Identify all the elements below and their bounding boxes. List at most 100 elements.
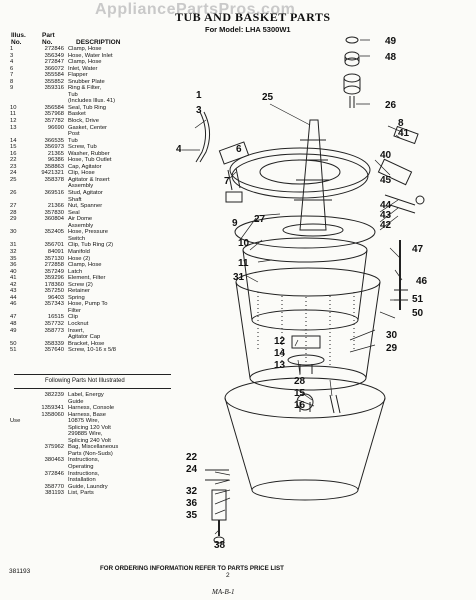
callout-30: 30 bbox=[386, 330, 398, 341]
part-desc: Post bbox=[68, 131, 80, 138]
agitator bbox=[282, 119, 344, 237]
part-row: Post bbox=[10, 131, 172, 138]
part-desc: Hose, Water Inlet bbox=[68, 52, 113, 59]
part-part: 358863 bbox=[44, 163, 64, 170]
not-illustrated-row: Installation bbox=[10, 477, 172, 484]
part-part: 357640 bbox=[44, 347, 64, 354]
not-illustrated-desc: Operating bbox=[68, 464, 94, 471]
part-part: 357830 bbox=[44, 209, 64, 216]
not-illustrated-part: 380463 bbox=[44, 457, 64, 464]
callout-48: 48 bbox=[385, 52, 397, 63]
callout-28: 28 bbox=[294, 376, 306, 387]
not-illustrated-desc: Bag, Miscellaneous bbox=[68, 444, 119, 451]
part-part: 96386 bbox=[47, 157, 64, 164]
part-illus: 11 bbox=[10, 111, 17, 118]
not-illustrated-desc: Splicing 120 Volt bbox=[68, 424, 111, 431]
part-part: 359316 bbox=[44, 85, 64, 92]
part-row: Assembly bbox=[10, 183, 172, 190]
callout-8: 8 bbox=[398, 118, 404, 129]
part-part: 357968 bbox=[44, 111, 64, 118]
part-illus: 29 bbox=[10, 216, 17, 223]
part-illus: 13 bbox=[10, 124, 17, 131]
not-illustrated-part: 358770 bbox=[44, 483, 64, 490]
callout-12: 12 bbox=[274, 336, 286, 347]
part-illus: 44 bbox=[10, 294, 17, 301]
part-desc: Shaft bbox=[68, 196, 82, 203]
part-part: 357343 bbox=[44, 301, 64, 308]
callout-41: 41 bbox=[398, 128, 410, 139]
part-desc: Inlet, Water bbox=[68, 65, 98, 72]
part-part: 358773 bbox=[44, 327, 64, 334]
divider bbox=[14, 374, 171, 375]
not-illustrated-desc: Label, Energy bbox=[68, 392, 104, 398]
watermark: AppliancePartsPros.com bbox=[95, 1, 296, 18]
part-desc: Latch bbox=[68, 268, 83, 275]
part-desc: Clip, Hose bbox=[68, 170, 95, 177]
part-desc: Stud, Agitator bbox=[68, 190, 103, 197]
illus-header-label: Illus. bbox=[11, 32, 26, 39]
part-desc: Cap, Agitator bbox=[68, 163, 102, 170]
part-part: 355852 bbox=[44, 78, 64, 85]
callout-44: 44 bbox=[380, 200, 392, 211]
part-desc: Hose (2) bbox=[68, 255, 91, 262]
callout-46: 46 bbox=[416, 276, 428, 287]
callout-4: 4 bbox=[176, 144, 182, 155]
not-illustrated-row: 299885 Wire, bbox=[10, 431, 172, 438]
not-illustrated-title: Following Parts Not Illustrated bbox=[45, 378, 125, 384]
part-row: Assembly bbox=[10, 223, 172, 230]
not-illustrated-row: Operating bbox=[10, 464, 172, 471]
callout-50: 50 bbox=[412, 308, 424, 319]
part-part: 366535 bbox=[44, 137, 64, 144]
part-part: 84091 bbox=[47, 248, 64, 255]
part-desc: Basket bbox=[68, 111, 86, 118]
part-illus: 4 bbox=[10, 59, 14, 66]
part-illus: 25 bbox=[10, 176, 17, 183]
callout-25: 25 bbox=[262, 92, 274, 103]
part-desc: Retainer bbox=[68, 288, 90, 295]
part-part: 359296 bbox=[44, 275, 64, 282]
part-illus: 10 bbox=[10, 104, 17, 111]
callout-16: 16 bbox=[294, 400, 306, 411]
callout-6: 6 bbox=[236, 144, 242, 155]
not-illustrated-part: 375962 bbox=[44, 444, 64, 451]
ordering-footer: FOR ORDERING INFORMATION REFER TO PARTS … bbox=[100, 565, 284, 572]
callout-9: 9 bbox=[232, 218, 238, 229]
not-illustrated-desc: 10875 Wire, bbox=[68, 418, 100, 425]
part-part: 366072 bbox=[44, 65, 64, 72]
part-part: 178360 bbox=[44, 281, 64, 288]
part-illus: 9 bbox=[10, 85, 14, 92]
part-desc: Clamp, Hose bbox=[68, 59, 102, 66]
part-desc: Insert, bbox=[68, 327, 85, 334]
leader-lines bbox=[182, 39, 408, 535]
callout-26: 26 bbox=[385, 100, 397, 111]
not-illustrated-desc: Guide, Laundry bbox=[68, 483, 108, 490]
divider bbox=[14, 388, 171, 389]
part-part: 355584 bbox=[44, 72, 64, 79]
part-row: Tub bbox=[10, 92, 172, 99]
part-desc: Screw, Tub bbox=[68, 144, 97, 151]
handwritten-note: MA-B-1 bbox=[212, 588, 235, 596]
callout-43: 43 bbox=[380, 210, 392, 221]
not-illustrated-part: 372846 bbox=[44, 470, 64, 477]
part-illus: 3 bbox=[10, 52, 14, 59]
part-part: 357250 bbox=[44, 288, 64, 295]
part-desc: Tub bbox=[68, 91, 78, 98]
illus-header: Illus. No. bbox=[11, 32, 26, 46]
part-part: 272846 bbox=[44, 46, 64, 52]
part-illus: 32 bbox=[10, 248, 17, 255]
reference-number: 381193 bbox=[9, 568, 31, 575]
